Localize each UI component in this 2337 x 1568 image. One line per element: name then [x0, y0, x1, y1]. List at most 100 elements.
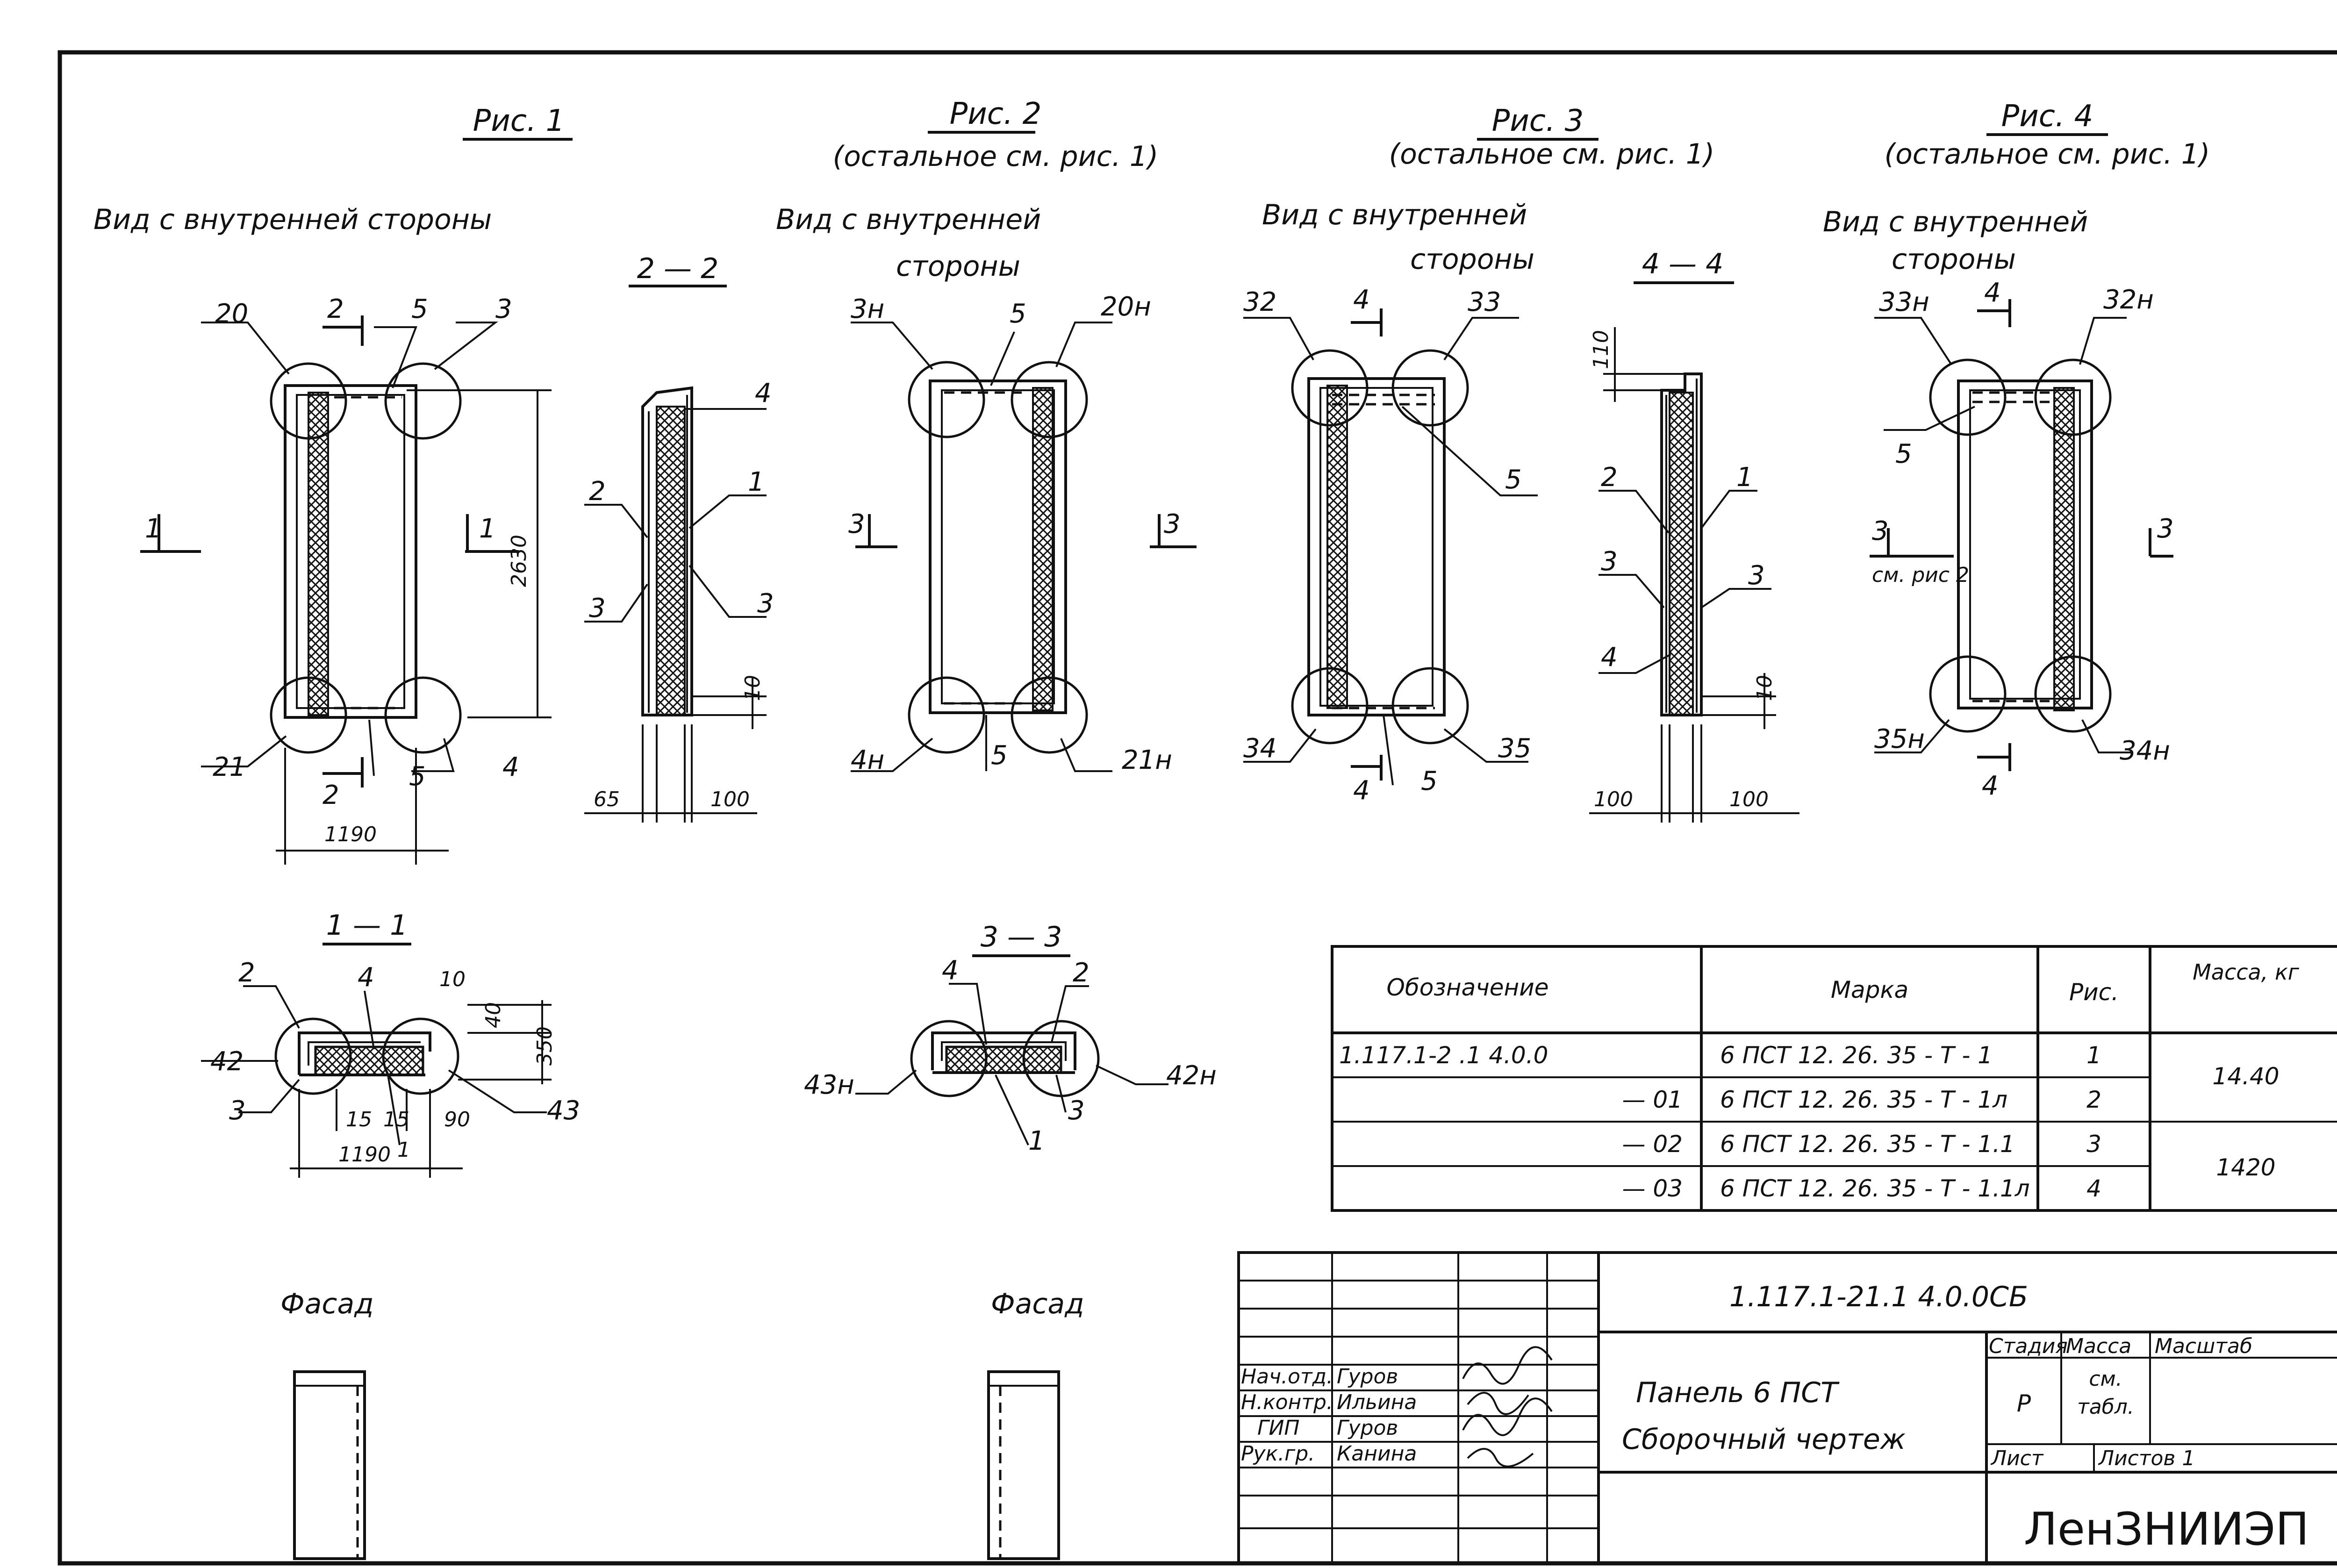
fig3-label-32: 32 [1243, 287, 1276, 317]
spec-row4-designation: — 03 [1622, 1175, 1683, 1202]
fig4-label-32n: 32н [2103, 285, 2154, 315]
facade-left: Фасад [280, 1288, 374, 1560]
fig3-panel-outline [1307, 377, 1446, 716]
section-1-1-label-1: 1 [397, 1138, 410, 1162]
fig1-panel-outline [284, 384, 417, 719]
signature-1 [1462, 1346, 1553, 1385]
section-1-1-dim-350: 350 [533, 1026, 557, 1066]
section-1-1-label-42: 42 [210, 1046, 244, 1077]
fig1-dim-1190: 1190 [324, 823, 377, 846]
fig4-note: (остальное см. рис. 1) [1885, 138, 2210, 171]
fig3-insulation [1326, 385, 1348, 709]
fig3-view-label-2: стороны [1410, 243, 1534, 276]
spec-header-fig: Рис. [2069, 979, 2119, 1006]
title-block-sheet: Лист [1990, 1446, 2044, 1470]
section-1-1: 1 — 1 2 4 10 40 350 42 43 3 15 15 1 90 [201, 909, 580, 1178]
fig2-view-label-1: Вид с внутренней [776, 203, 1041, 236]
spec-row4-mark: 6 ПСТ 12. 26. 35 - Т - 1.1л [1720, 1175, 2030, 1202]
fig1-label-1-left: 1 [145, 514, 162, 544]
title-block-role-2: Н.контр. [1241, 1390, 1333, 1414]
fig3-title: Рис. 3 [1492, 104, 1584, 138]
facade-right: Фасад [987, 1288, 1084, 1560]
section-2-2-label-2: 2 [589, 476, 606, 507]
spec-header-mass: Масса, кг [2193, 959, 2299, 985]
fig4-panel: 33н 4 32н 5 3 см. рис 2 3 35н 4 34н [1870, 278, 2174, 801]
title-block-person-1: Гуров [1337, 1365, 1398, 1389]
fig2-label-4n: 4н [851, 745, 884, 775]
fig1-label-21: 21 [213, 752, 246, 782]
spec-row2-designation: — 01 [1622, 1086, 1683, 1113]
title-block: 1.117.1-21.1 4.0.0СБ Панель 6 ПСТ Сбороч… [1237, 1251, 2337, 1565]
section-1-1-label-2: 2 [238, 958, 255, 988]
spec-row2-mark: 6 ПСТ 12. 26. 35 - Т - 1л [1720, 1086, 2007, 1113]
section-3-3-label-43n: 43н [804, 1070, 854, 1100]
section-3-3-title: 3 — 3 [981, 921, 1062, 953]
fig1-insulation [308, 392, 329, 716]
section-4-4-dim-110: 110 [1589, 330, 1613, 369]
title-block-organization: ЛенЗНИИЭП [2024, 1503, 2309, 1555]
fig1-panel: 20 2 5 3 1 1 21 2 5 4 2630 1190 [140, 294, 552, 865]
section-3-3-label-42n: 42н [1166, 1060, 1217, 1091]
fig2-label-3-left: 3 [848, 509, 865, 539]
section-2-2-label-1: 1 [748, 467, 765, 497]
fig3-label-33: 33 [1468, 287, 1501, 317]
section-1-1-insulation [314, 1045, 424, 1076]
section-1-1-title: 1 — 1 [326, 909, 408, 942]
spec-row3-designation: — 02 [1622, 1131, 1683, 1158]
section-1-1-label-4: 4 [358, 962, 374, 993]
section-3-3-label-4: 4 [942, 955, 959, 986]
fig3-label-5-right: 5 [1505, 465, 1522, 495]
section-4-4-title: 4 — 4 [1642, 248, 1724, 280]
fig2-panel: 3н 5 20н 3 3 4н 5 21н [848, 292, 1197, 775]
spec-row1-mark: 6 ПСТ 12. 26. 35 - Т - 1 [1720, 1042, 1993, 1069]
fig4-title: Рис. 4 [2001, 99, 2093, 134]
spec-table: Обозначение Марка Рис. Масса, кг 1.117.1… [1331, 945, 2337, 1212]
section-1-1-dim-15-left: 15 [346, 1108, 372, 1131]
spec-header-mark: Марка [1831, 976, 1908, 1003]
section-2-2-label-4: 4 [755, 378, 772, 408]
title-block-person-4: Канина [1337, 1442, 1417, 1466]
fig2-label-5-bottom: 5 [991, 740, 1008, 771]
section-3-3-insulation [945, 1045, 1062, 1074]
fig2-view-label-2: стороны [896, 250, 1020, 283]
fig2-label-5-top: 5 [1010, 299, 1026, 329]
title-block-name-2: Сборочный чертеж [1622, 1423, 1906, 1456]
fig4-heading: Рис. 4 (остальное см. рис. 1) Вид с внут… [1823, 99, 2210, 276]
section-2-2-insulation [656, 406, 686, 716]
fig1-label-2-top: 2 [327, 294, 344, 324]
title-block-name-1: Панель 6 ПСТ [1636, 1376, 1840, 1409]
spec-row4-fig: 4 [2086, 1175, 2101, 1202]
section-3-3-label-3: 3 [1068, 1095, 1085, 1126]
section-2-2-dim-10: 10 [741, 675, 765, 701]
fig4-insulation [2053, 387, 2075, 711]
section-2-2: 2 — 2 4 2 1 3 3 65 100 10 [584, 252, 774, 823]
title-block-code: 1.117.1-21.1 4.0.0СБ [1729, 1281, 2028, 1313]
fig4-label-3-left: 3 [1872, 516, 1889, 546]
fig1-label-3: 3 [495, 294, 512, 324]
section-1-1-dim-10: 10 [439, 967, 466, 991]
fig2-title: Рис. 2 [950, 97, 1042, 131]
spec-row3-mark: 6 ПСТ 12. 26. 35 - Т - 1.1 [1720, 1131, 2015, 1158]
section-2-2-dim-100: 100 [710, 788, 750, 811]
facade-left-outline [293, 1370, 366, 1560]
fig1-label-5-top: 5 [411, 294, 428, 324]
fig1-label-20: 20 [215, 299, 248, 329]
fig1-label-4: 4 [502, 752, 519, 782]
section-4-4-label-3-left: 3 [1601, 546, 1618, 577]
title-block-person-2: Ильина [1337, 1390, 1417, 1414]
fig3-label-5-bottom: 5 [1421, 766, 1438, 796]
section-1-1-dim-90: 90 [444, 1108, 470, 1131]
facade-right-label: Фасад [991, 1288, 1084, 1320]
section-2-2-label-3-right: 3 [757, 588, 774, 619]
fig2-panel-outline [929, 379, 1067, 714]
section-1-1-dim-40: 40 [481, 1002, 505, 1028]
fig1-dim-2630: 2630 [507, 535, 531, 587]
title-block-role-3: ГИП [1257, 1416, 1300, 1440]
spec-header-designation: Обозначение [1387, 974, 1549, 1001]
signature-3 [1462, 1397, 1553, 1436]
fig4-label-see-fig2: см. рис 2 [1872, 563, 1969, 587]
title-block-stage-header: Стадия [1989, 1334, 2068, 1358]
section-2-2-dim-65: 65 [594, 788, 620, 811]
fig3-panel: 32 4 33 5 34 4 5 35 [1243, 285, 1538, 806]
